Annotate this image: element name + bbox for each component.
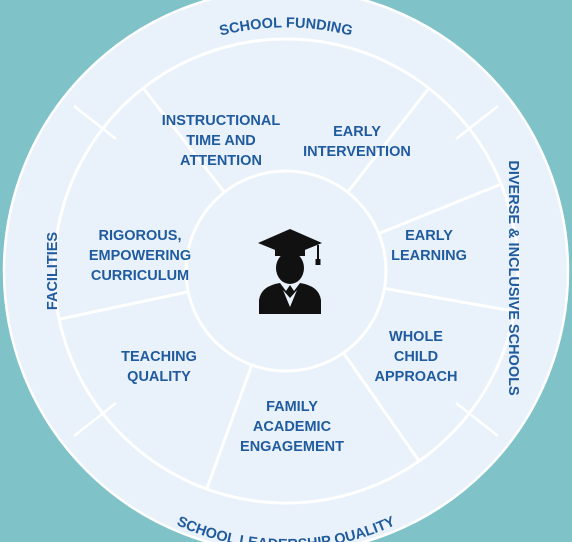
segment-label-line: ENGAGEMENT [240,439,344,455]
segment-label-line: INTERVENTION [303,144,411,160]
ring-label-right: DIVERSE & INCLUSIVE SCHOOLS [505,160,521,396]
segment-label-line: CHILD [394,349,438,365]
segment-divider [142,87,226,194]
segment-divider [58,290,189,321]
segment-label-line: APPROACH [375,369,458,385]
segment-label-line: QUALITY [127,369,191,385]
outer-ring-dividers [73,105,499,437]
segment-label-line: LEARNING [391,248,467,264]
segment-divider [384,286,515,313]
segment-label-line: FAMILY [266,399,318,415]
segment-label-line: EARLY [333,124,381,140]
segment-divider [205,364,254,490]
segment-label-line: WHOLE [389,329,443,345]
segment-label-line: ATTENTION [180,153,262,169]
segment-divider [342,352,421,462]
segment-label-line: ACADEMIC [253,419,332,435]
segment-label-line: TEACHING [121,349,197,365]
segment-label-line: INSTRUCTIONAL [162,113,281,129]
segment-dividers [58,87,515,490]
segment-label-rigorous-curriculum: RIGOROUS, EMPOWERING CURRICULUM [89,228,191,284]
segment-label-early-learning: EARLY LEARNING [391,228,467,264]
segment-label-teaching-quality: TEACHING QUALITY [121,349,197,385]
segment-labels: INSTRUCTIONAL TIME AND ATTENTION EARLY INTER… [89,113,467,455]
segment-divider [346,87,430,194]
segment-label-early-intervention: EARLY INTERVENTION [303,124,411,160]
segment-label-line: TIME AND [186,133,256,149]
segment-label-line: EARLY [405,228,453,244]
ring-label-left: FACILITIES [45,232,61,310]
segment-label-whole-child: WHOLE CHILD APPROACH [375,329,458,385]
segment-label-line: CURRICULUM [91,268,189,284]
segment-label-line: RIGOROUS, [99,228,182,244]
segment-label-line: EMPOWERING [89,248,191,264]
segment-label-family-engagement: FAMILY ACADEMIC ENGAGEMENT [240,399,344,455]
segment-divider [378,182,502,235]
segment-label-instructional-time: INSTRUCTIONAL TIME AND ATTENTION [162,113,281,169]
graduate-icon [258,229,322,314]
